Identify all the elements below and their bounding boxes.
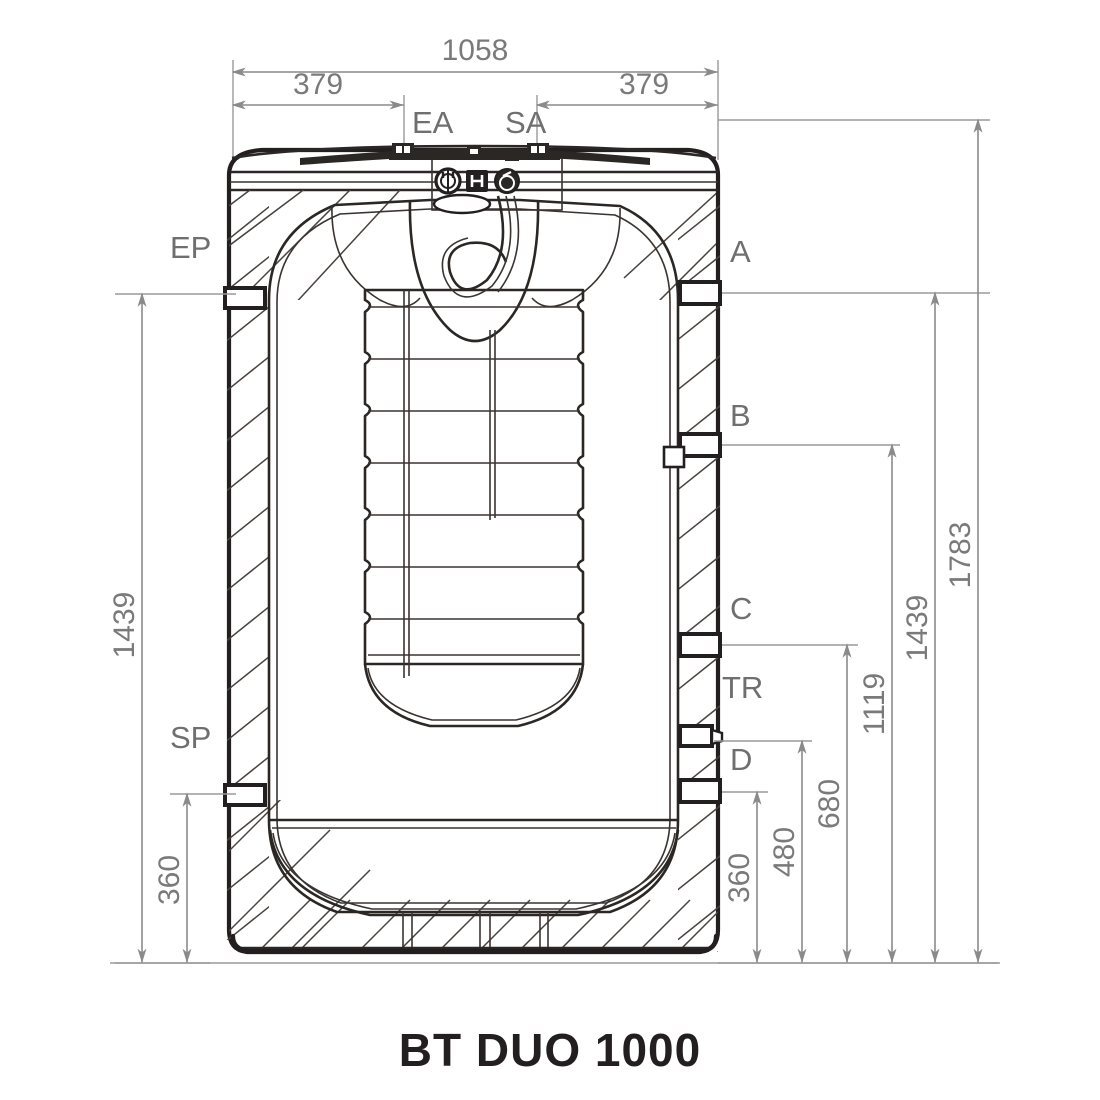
dim-label-right-360: 360 xyxy=(723,853,756,903)
base-support-ribs xyxy=(402,912,549,948)
inner-dome xyxy=(408,199,540,343)
right-dimension-group: 360 480 680 1119 1439 1783 xyxy=(714,118,998,964)
insulation-hatch-left xyxy=(227,205,269,940)
right-port-labels: A B C TR D xyxy=(722,234,763,777)
port-label-ep: EP xyxy=(170,230,211,265)
port-label-tr: TR xyxy=(722,670,763,705)
tank-cross-section xyxy=(223,143,724,955)
port-c xyxy=(678,632,722,658)
control-panel[interactable] xyxy=(431,157,563,298)
inspection-port-oval xyxy=(432,193,492,215)
port-sp xyxy=(223,783,267,807)
insulation-hatch-base xyxy=(229,800,718,952)
top-dimension-group: 1058 379 379 EA SA xyxy=(231,34,719,160)
flex-hose-loop-3 xyxy=(497,195,520,293)
port-tr xyxy=(678,724,724,748)
vessel-bottom-dish-inner xyxy=(272,832,676,910)
base-outline xyxy=(230,933,719,954)
nozzle-sa xyxy=(524,143,552,160)
h-button-icon[interactable] xyxy=(466,170,488,192)
dim-label-right-1119: 1119 xyxy=(858,673,891,735)
dim-label-overall-width: 1058 xyxy=(442,34,509,67)
port-ep xyxy=(223,286,267,310)
dial-icon[interactable] xyxy=(494,168,520,194)
port-label-b: B xyxy=(730,398,751,433)
dim-label-right-680: 680 xyxy=(813,779,846,829)
dome-contour-left xyxy=(331,205,421,308)
insulation-hatch-right xyxy=(678,205,720,940)
coil-turn-lines xyxy=(368,306,580,656)
dim-label-right-offset: 379 xyxy=(619,68,669,101)
tank-top-cap xyxy=(231,144,717,160)
vessel-bottom-dish xyxy=(268,829,680,917)
gauge-icon[interactable] xyxy=(434,167,462,195)
insulation-hatch-top-right xyxy=(599,190,716,300)
port-label-a: A xyxy=(730,234,751,269)
coil-bottom-dish xyxy=(363,663,585,728)
top-nozzle-group xyxy=(300,143,650,165)
port-a xyxy=(678,280,722,306)
port-label-sa: SA xyxy=(505,105,547,140)
inner-vessel-inner-line xyxy=(276,208,671,904)
center-fitting-bore xyxy=(470,149,478,154)
port-d xyxy=(678,778,722,804)
nozzle-ea xyxy=(389,143,417,160)
dim-label-right-480: 480 xyxy=(768,827,801,877)
aux-fitting xyxy=(505,152,519,161)
tank-outer-shell xyxy=(226,147,721,955)
left-dimension-group: 1439 360 EP SP xyxy=(108,230,236,964)
dim-label-left-offset: 379 xyxy=(293,68,343,101)
flex-hose-loop-2 xyxy=(441,195,512,298)
flex-hose-loop-1 xyxy=(447,195,508,291)
port-label-ea: EA xyxy=(412,105,454,140)
dim-label-left-1439: 1439 xyxy=(108,592,141,659)
heat-exchanger-coil xyxy=(363,288,585,666)
top-contour-bar xyxy=(300,148,650,165)
port-b xyxy=(662,432,722,469)
dim-label-left-360: 360 xyxy=(153,855,186,905)
coil-bottom-dish-inner xyxy=(367,667,581,721)
port-label-d: D xyxy=(730,742,752,777)
dim-label-right-1439: 1439 xyxy=(901,595,934,662)
port-label-sp: SP xyxy=(170,720,211,755)
port-label-c: C xyxy=(730,591,752,626)
dim-label-right-1783: 1783 xyxy=(944,522,977,589)
page-title: BT DUO 1000 xyxy=(399,1024,701,1076)
dome-contour-right xyxy=(531,207,621,308)
